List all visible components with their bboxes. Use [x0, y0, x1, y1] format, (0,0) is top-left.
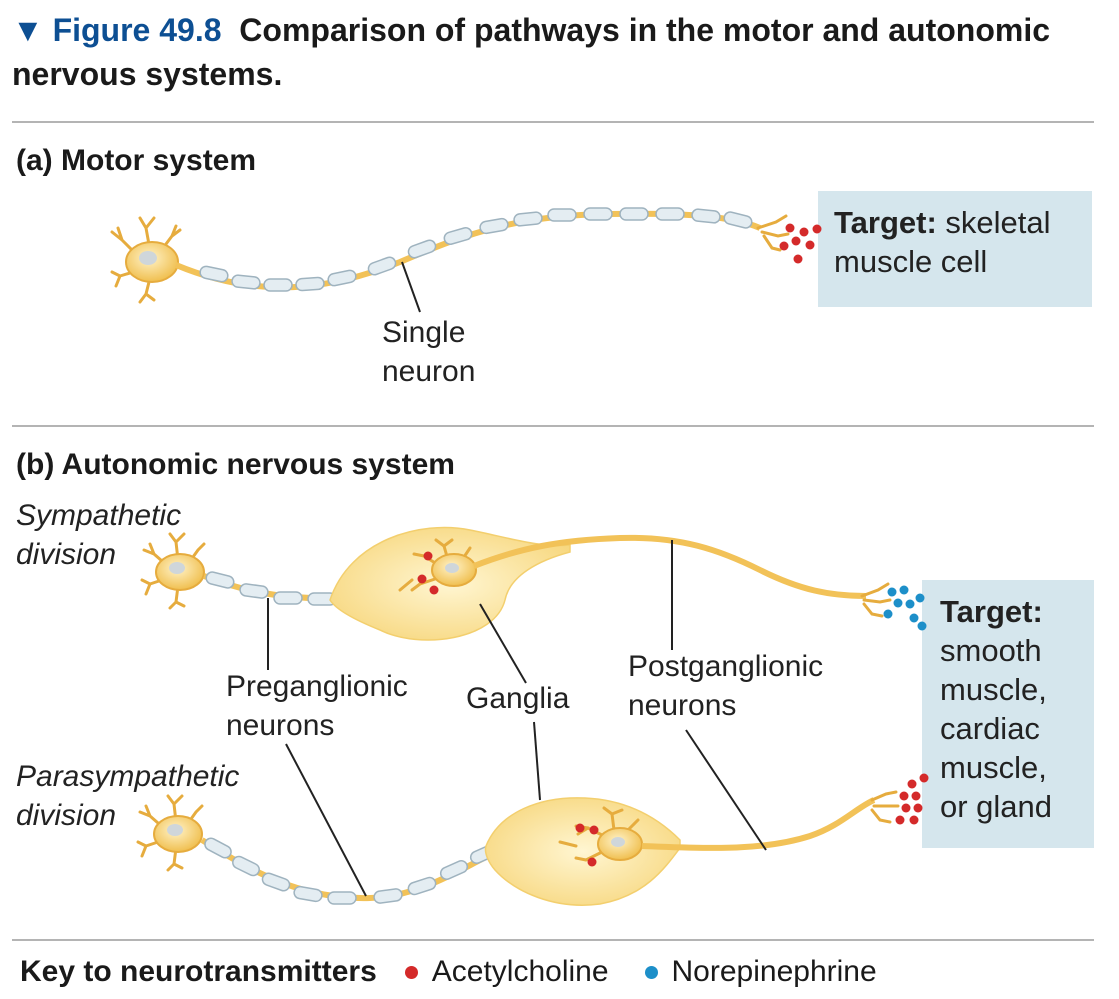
divider-middle	[12, 425, 1094, 427]
panel-b-target-line: cardiac	[940, 711, 1040, 746]
preganglionic-label-line1: Preganglionic	[226, 670, 408, 703]
sympathetic-post-nucleus	[445, 563, 459, 573]
sympathetic-norepinephrine-dots	[883, 585, 927, 631]
motor-neuron-cell-body	[110, 216, 182, 304]
parasympathetic-acetylcholine-dots	[895, 773, 929, 825]
panel-b-heading: (b) Autonomic nervous system	[16, 448, 455, 481]
panel-b-target-box: Target: smooth muscle, cardiac muscle, o…	[922, 580, 1094, 848]
sympathetic-label-line2: division	[16, 538, 117, 571]
sympathetic-pre-nucleus	[169, 562, 185, 574]
figure-title-text: Comparison of pathways in the motor and …	[12, 12, 1051, 92]
parasympathetic-post-nucleus	[611, 837, 625, 847]
preganglionic-leader-parasympathetic	[285, 743, 367, 897]
preganglionic-neurons-label: Preganglionic neurons	[226, 667, 408, 745]
sympathetic-pathway	[140, 526, 927, 641]
sympathetic-division-label: Sympathetic division	[16, 496, 181, 574]
sympathetic-post-axon	[472, 534, 867, 599]
sympathetic-label-line1: Sympathetic	[16, 499, 182, 532]
motor-neuron-nucleus	[139, 251, 157, 265]
neurotransmitter-key: Key to neurotransmitters Acetylcholine N…	[20, 952, 913, 992]
single-neuron-leader-line	[401, 261, 421, 313]
postganglionic-leader-parasympathetic	[685, 729, 767, 851]
acetylcholine-dot-icon	[404, 965, 418, 979]
key-item-norepinephrine: Norepinephrine	[644, 952, 877, 992]
divider-bottom	[12, 939, 1094, 941]
parasympathetic-pre-myelin	[204, 837, 499, 905]
panel-b-target-label: Target:	[940, 594, 1043, 629]
figure-title: ▼ Figure 49.8 Comparison of pathways in …	[12, 8, 1102, 96]
parasympathetic-post-dendrites	[558, 806, 640, 862]
panel-b-leader-lines	[267, 540, 767, 897]
key-title: Key to neurotransmitters	[20, 955, 377, 988]
postganglionic-label-line1: Postganglionic	[628, 650, 824, 683]
figure-number: Figure 49.8	[52, 12, 222, 48]
parasympathetic-pathway	[136, 773, 929, 906]
single-neuron-label: Single neuron	[382, 313, 475, 391]
parasympathetic-division-label: Parasympathetic division	[16, 757, 239, 835]
panel-a-target-value: skeletal muscle cell	[834, 205, 1051, 279]
key-item-acetylcholine: Acetylcholine	[404, 952, 609, 992]
postganglionic-neurons-label: Postganglionic neurons	[628, 647, 823, 725]
parasympathetic-post-terminal	[870, 790, 900, 824]
panel-b-target-line: smooth	[940, 633, 1042, 668]
figure-marker-icon: ▼	[12, 12, 44, 48]
preganglionic-label-line2: neurons	[226, 709, 335, 742]
motor-neuron	[110, 207, 822, 313]
panel-a-target-label: Target:	[834, 205, 937, 240]
panel-a-target-text: Target: skeletal muscle cell	[818, 191, 1092, 293]
parasympathetic-label-line1: Parasympathetic	[16, 760, 240, 793]
panel-b-target-line: muscle,	[940, 750, 1047, 785]
ganglia-leader-sympathetic	[479, 603, 527, 684]
panel-a-heading: (a) Motor system	[16, 144, 257, 177]
divider-top	[12, 121, 1094, 123]
norepinephrine-dot-icon	[644, 965, 658, 979]
parasympathetic-ganglion-acetylcholine-dots	[575, 823, 599, 867]
parasympathetic-post-axon	[641, 797, 876, 851]
motor-neuron-axon	[174, 210, 762, 291]
motor-acetylcholine-dots	[779, 223, 822, 264]
panel-b-target-line: or gland	[940, 789, 1053, 824]
sympathetic-ganglion-acetylcholine-dots	[417, 551, 439, 595]
motor-neuron-myelin	[199, 207, 753, 292]
key-item-label: Norepinephrine	[671, 955, 877, 988]
panel-a-target-box: Target: skeletal muscle cell	[818, 191, 1092, 307]
postganglionic-label-line2: neurons	[628, 689, 737, 722]
key-item-label: Acetylcholine	[431, 955, 609, 988]
ganglia-label: Ganglia	[466, 682, 570, 715]
panel-b-target-line: muscle,	[940, 672, 1047, 707]
ganglia-leader-parasympathetic	[533, 721, 541, 801]
parasympathetic-ganglion	[484, 797, 681, 906]
single-neuron-label-line2: neuron	[382, 355, 476, 388]
parasympathetic-pre-nucleus	[167, 824, 183, 836]
motor-neuron-terminal	[756, 214, 790, 252]
parasympathetic-label-line2: division	[16, 799, 117, 832]
panel-b-target-text: Target: smooth muscle, cardiac muscle, o…	[922, 580, 1094, 838]
sympathetic-post-terminal	[860, 582, 892, 618]
single-neuron-label-line1: Single	[382, 316, 466, 349]
